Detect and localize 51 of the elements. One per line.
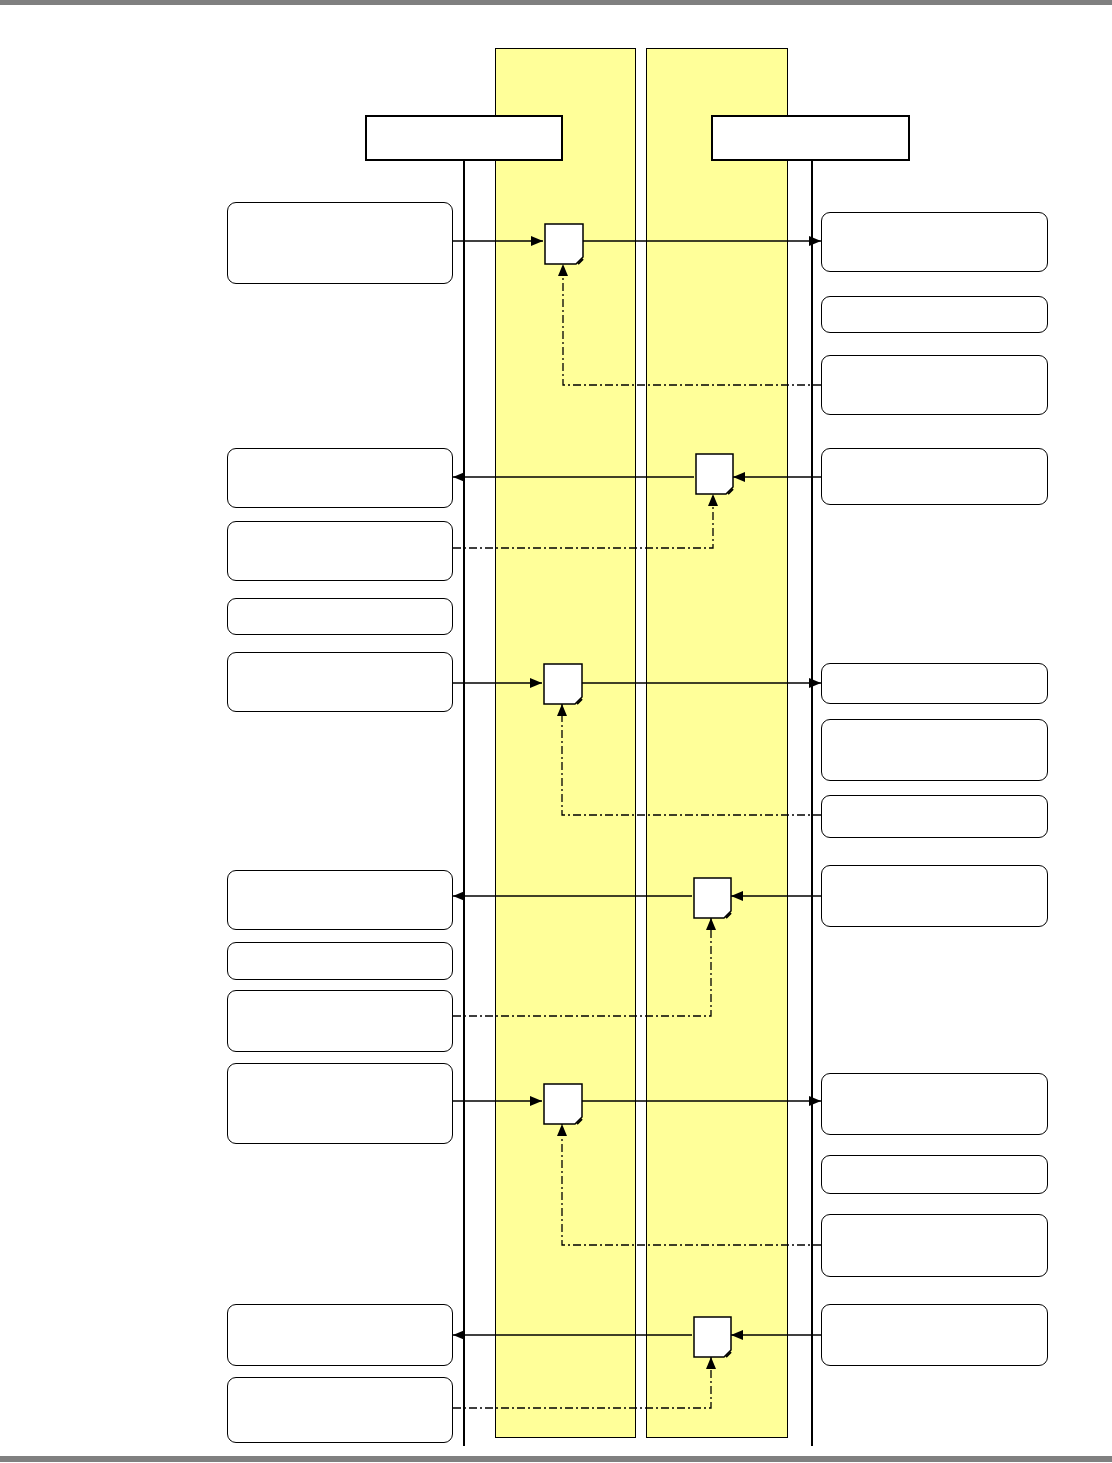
arrow	[452, 236, 544, 246]
note-box	[227, 1377, 453, 1443]
document-shape	[693, 877, 732, 919]
lifeline-header-box	[365, 115, 563, 161]
note-box	[227, 1304, 453, 1366]
note-box	[821, 795, 1048, 838]
note-box	[227, 990, 453, 1052]
note-box	[227, 521, 453, 581]
note-box	[821, 212, 1048, 272]
arrow	[452, 891, 693, 901]
swimlane-band	[495, 48, 636, 1438]
dash-dot-arrow	[452, 917, 716, 1017]
dash-dot-arrow	[558, 263, 822, 386]
note-box	[227, 942, 453, 980]
document-shape	[544, 223, 584, 265]
note-box	[821, 663, 1048, 704]
arrow	[452, 472, 695, 482]
arrow	[452, 1330, 693, 1340]
note-box	[821, 1304, 1048, 1366]
arrow	[452, 678, 543, 688]
note-box	[821, 1073, 1048, 1135]
dash-dot-arrow	[452, 493, 718, 549]
note-box	[821, 355, 1048, 415]
note-box	[227, 448, 453, 508]
note-box	[821, 296, 1048, 333]
document-shape	[543, 663, 583, 705]
document-shape	[693, 1316, 732, 1358]
note-box	[227, 652, 453, 712]
arrow	[730, 1330, 822, 1340]
dash-dot-arrow	[557, 1123, 822, 1246]
arrow	[582, 236, 822, 246]
lifeline-header-box	[711, 115, 910, 161]
note-box	[821, 448, 1048, 505]
document-shape	[543, 1083, 583, 1125]
arrow	[581, 678, 822, 688]
note-box	[227, 870, 453, 930]
note-box	[227, 598, 453, 635]
arrow	[581, 1096, 822, 1106]
dash-dot-arrow	[452, 1356, 716, 1409]
note-box	[821, 719, 1048, 781]
document-shape	[695, 453, 734, 495]
swimlane-band	[646, 48, 788, 1438]
note-box	[821, 1155, 1048, 1194]
note-box	[821, 865, 1048, 927]
dash-dot-arrow	[557, 703, 822, 816]
note-box	[821, 1214, 1048, 1277]
note-box	[227, 1063, 453, 1144]
arrow	[730, 891, 822, 901]
arrow	[452, 1096, 543, 1106]
arrow	[732, 472, 822, 482]
note-box	[227, 202, 453, 284]
